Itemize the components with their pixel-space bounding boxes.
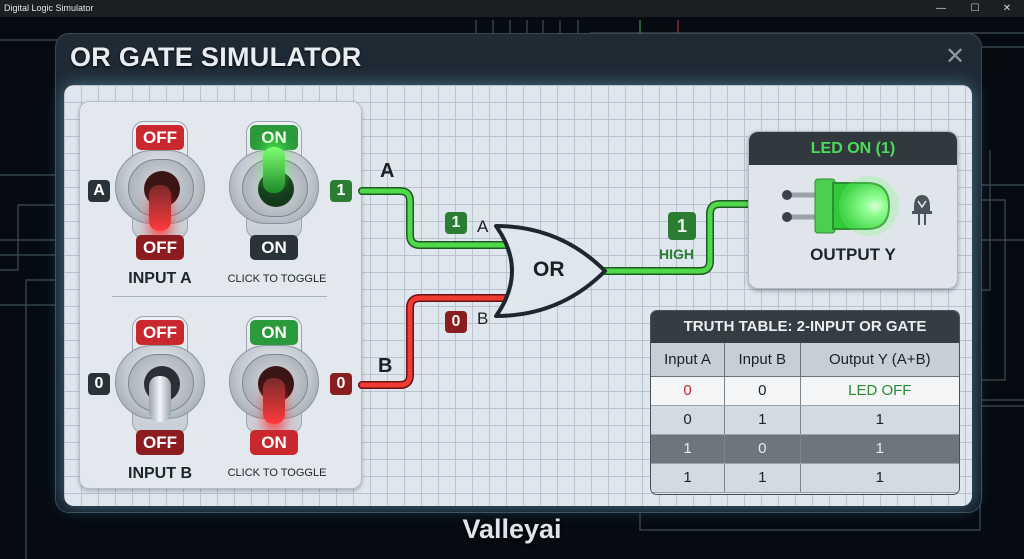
input-b-switch-off[interactable]: OFF OFF — [115, 300, 205, 455]
table-row[interactable]: 1 1 1 — [651, 463, 959, 493]
wire-a-label: A — [380, 160, 395, 182]
gate-label: OR — [533, 258, 565, 281]
truth-table-title: TRUTH TABLE: 2-INPUT OR GATE — [651, 311, 959, 343]
input-b-label: INPUT B — [128, 465, 192, 482]
or-gate-icon — [494, 224, 607, 318]
brand-watermark: Valleyai — [462, 514, 562, 544]
switch-bottom-label: ON — [250, 235, 298, 260]
app-close-button[interactable]: ✕ — [944, 43, 966, 70]
input-b-toggle-hint: CLICK TO TOGGLE — [227, 467, 327, 479]
toggle-lever-green — [263, 147, 285, 193]
input-a-value-badge: 1 — [330, 180, 352, 202]
gate-pin-b-label: B — [477, 309, 489, 328]
gate-input-a-badge: 1 — [445, 212, 467, 234]
window-title: Digital Logic Simulator — [4, 3, 94, 13]
truth-table: TRUTH TABLE: 2-INPUT OR GATE Input A Inp… — [650, 310, 960, 495]
window-titlebar: Digital Logic Simulator — ☐ ✕ — [0, 0, 1024, 17]
input-b-switch-on[interactable]: ON ON — [229, 300, 319, 455]
switch-top-label: OFF — [136, 125, 184, 150]
switch-bottom-label: OFF — [136, 235, 184, 260]
input-a-switch-on[interactable]: ON ON — [229, 105, 319, 260]
led-bulb-icon — [782, 176, 899, 236]
table-cell: LED OFF — [800, 376, 959, 406]
switch-top-label: OFF — [136, 320, 184, 345]
table-cell: 1 — [800, 434, 959, 464]
wire-a — [358, 187, 516, 249]
led-symbol-icon — [912, 195, 932, 225]
input-a-tag: A — [88, 180, 110, 202]
table-cell: 1 — [651, 463, 725, 493]
table-cell: 1 — [724, 405, 801, 435]
gate-pin-a-label: A — [477, 217, 489, 236]
app-title: OR GATE SIMULATOR — [70, 42, 362, 72]
table-row-highlighted[interactable]: 1 0 1 — [651, 434, 959, 464]
table-row[interactable]: 0 1 1 — [651, 405, 959, 435]
table-cell: 1 — [724, 463, 801, 493]
input-b-value-badge: 0 — [330, 373, 352, 395]
wire-b-label: B — [378, 355, 393, 377]
table-cell: 1 — [800, 405, 959, 435]
switch-top-label: ON — [250, 320, 298, 345]
led-output-label: OUTPUT Y — [810, 245, 896, 264]
column-header-output-y: Output Y (A+B) — [800, 343, 959, 377]
input-a-label: INPUT A — [128, 270, 192, 287]
maximize-button[interactable]: ☐ — [970, 3, 980, 14]
table-cell: 0 — [651, 376, 725, 406]
toggle-lever-red — [263, 378, 285, 424]
toggle-lever-red — [149, 185, 171, 231]
window-close-button[interactable]: ✕ — [1002, 3, 1012, 14]
switch-bottom-label: OFF — [136, 430, 184, 455]
input-a-toggle-hint: CLICK TO TOGGLE — [227, 273, 327, 285]
toggle-lever-silver — [149, 376, 171, 422]
output-value-badge: 1 — [668, 212, 696, 240]
led-output-card: LED ON (1) OUTPUT Y — [748, 131, 958, 289]
input-a-switch-off[interactable]: OFF OFF — [115, 105, 205, 260]
switch-bottom-label: ON — [250, 430, 298, 455]
column-header-input-b: Input B — [724, 343, 801, 377]
table-cell: 0 — [724, 434, 801, 464]
table-row[interactable]: 0 0 LED OFF — [651, 376, 959, 406]
table-cell: 0 — [724, 376, 801, 406]
gate-input-b-badge: 0 — [445, 311, 467, 333]
table-cell: 1 — [651, 434, 725, 464]
column-header-input-a: Input A — [651, 343, 725, 377]
led-status-header: LED ON (1) — [749, 132, 957, 165]
panel-divider — [112, 296, 327, 297]
input-b-tag: 0 — [88, 373, 110, 395]
output-state-label: HIGH — [659, 246, 694, 262]
table-cell: 0 — [651, 405, 725, 435]
table-cell: 1 — [800, 463, 959, 493]
minimize-button[interactable]: — — [936, 3, 946, 14]
switch-top-label: ON — [250, 125, 298, 150]
